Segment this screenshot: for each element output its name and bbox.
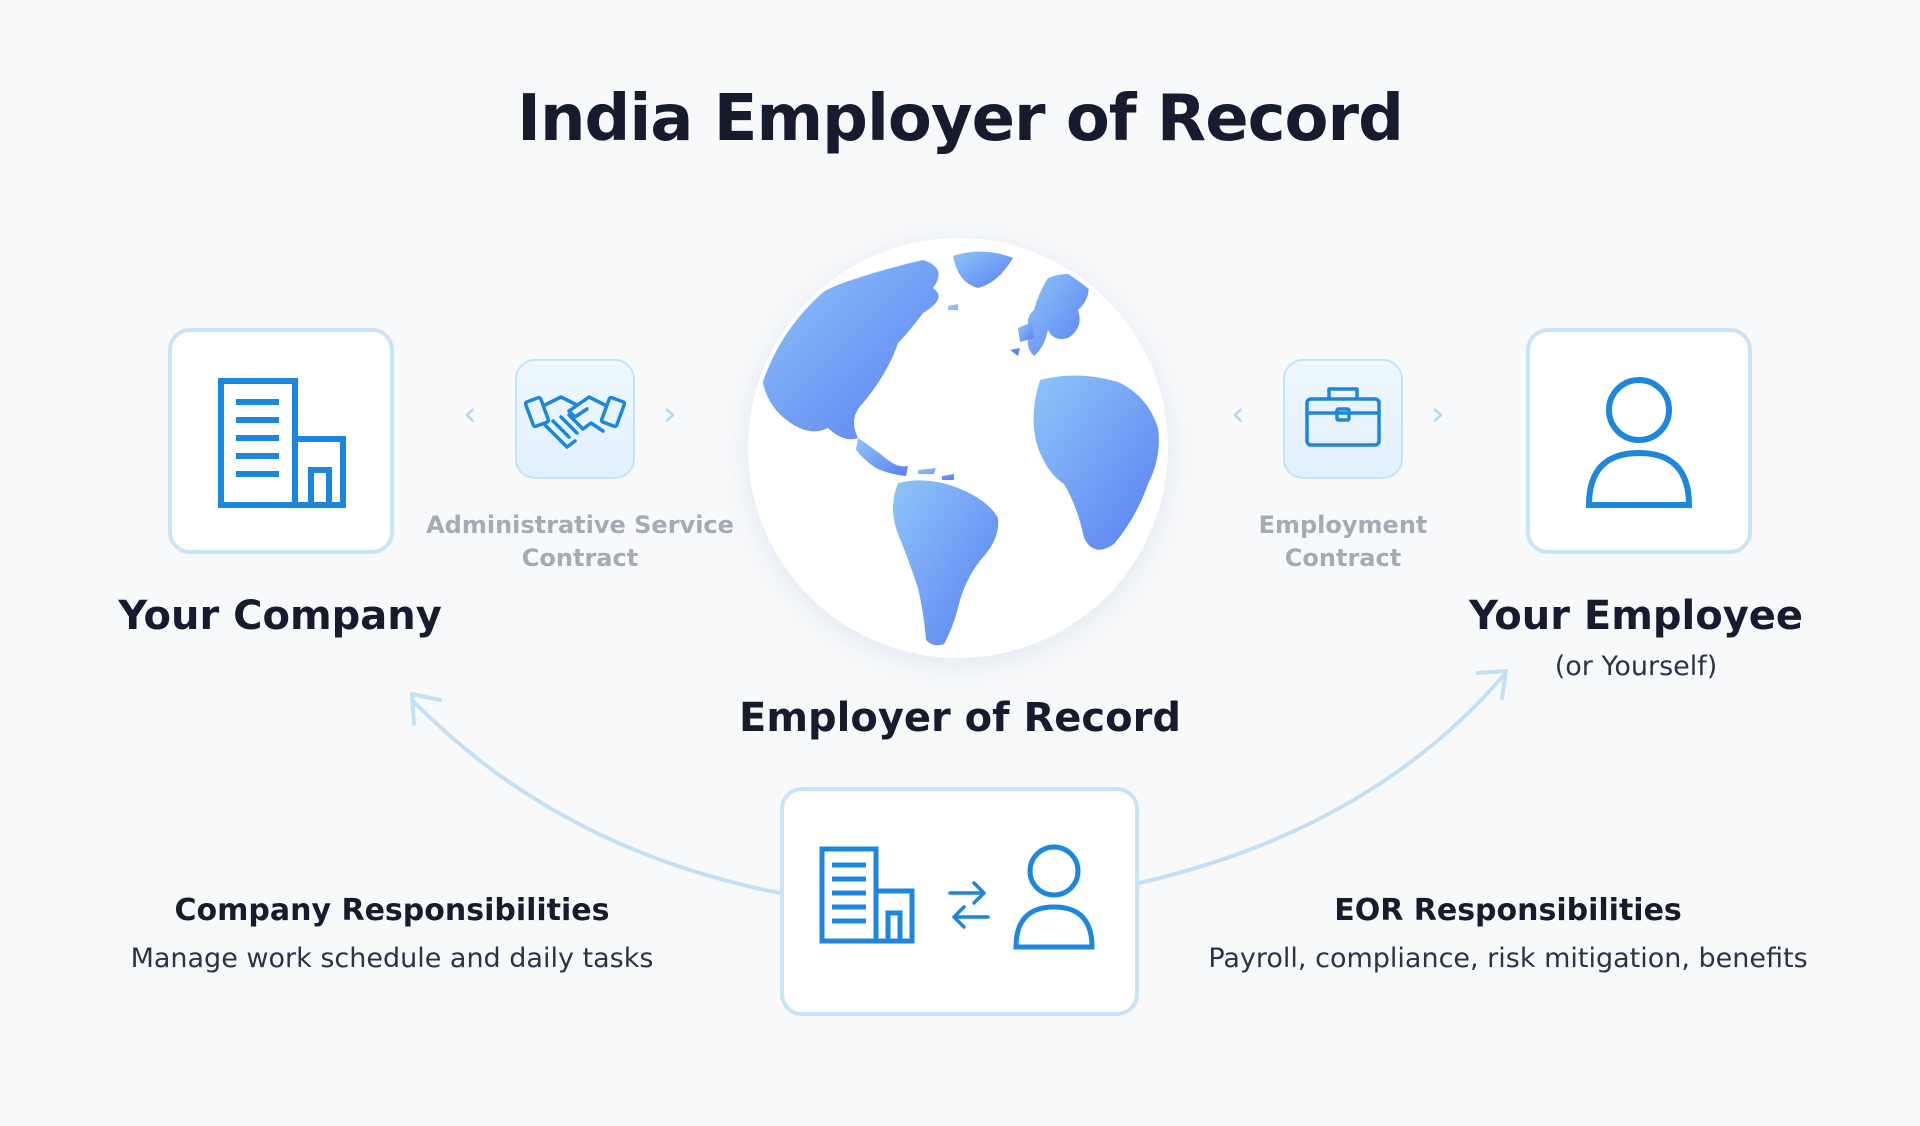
- person-icon: [1585, 377, 1693, 508]
- office-building-icon: [218, 378, 346, 508]
- chevron-right-icon: ›: [663, 394, 677, 434]
- company-label: Your Company: [118, 593, 442, 639]
- chevron-left-icon: ‹: [1231, 394, 1245, 434]
- arc-to-company: [412, 700, 782, 895]
- page-title: India Employer of Record: [517, 82, 1404, 156]
- company-card: [168, 328, 394, 554]
- company-responsibilities-desc: Manage work schedule and daily tasks: [130, 943, 654, 974]
- service-contract-card: [515, 359, 635, 479]
- employment-contract-label: Employment Contract: [1258, 511, 1428, 572]
- employment-contract-card: [1283, 359, 1403, 479]
- arc-to-employee-head: [1476, 669, 1508, 700]
- globe-container: [748, 238, 1168, 658]
- exchange-arrows-icon: [948, 881, 990, 929]
- arc-to-company-head: [410, 692, 442, 726]
- chevron-right-icon: ›: [1431, 394, 1445, 434]
- employee-sublabel: (or Yourself): [1554, 651, 1718, 682]
- employee-card: [1526, 328, 1752, 554]
- person-icon: [1013, 844, 1095, 950]
- eor-responsibilities-desc: Payroll, compliance, risk mitigation, be…: [1208, 943, 1808, 974]
- employee-label: Your Employee: [1468, 593, 1804, 639]
- relationship-card: [780, 787, 1139, 1016]
- chevron-left-icon: ‹: [463, 394, 477, 434]
- eor-responsibilities-title: EOR Responsibilities: [1334, 893, 1682, 928]
- office-building-icon: [819, 846, 915, 944]
- service-contract-label: Administrative Service Contract: [426, 511, 734, 572]
- handshake-icon: [523, 395, 627, 449]
- company-responsibilities-title: Company Responsibilities: [174, 893, 610, 928]
- eor-label: Employer of Record: [739, 695, 1181, 741]
- arc-to-employee: [1137, 674, 1505, 885]
- globe-icon: [758, 251, 1159, 646]
- briefcase-icon: [1305, 387, 1381, 447]
